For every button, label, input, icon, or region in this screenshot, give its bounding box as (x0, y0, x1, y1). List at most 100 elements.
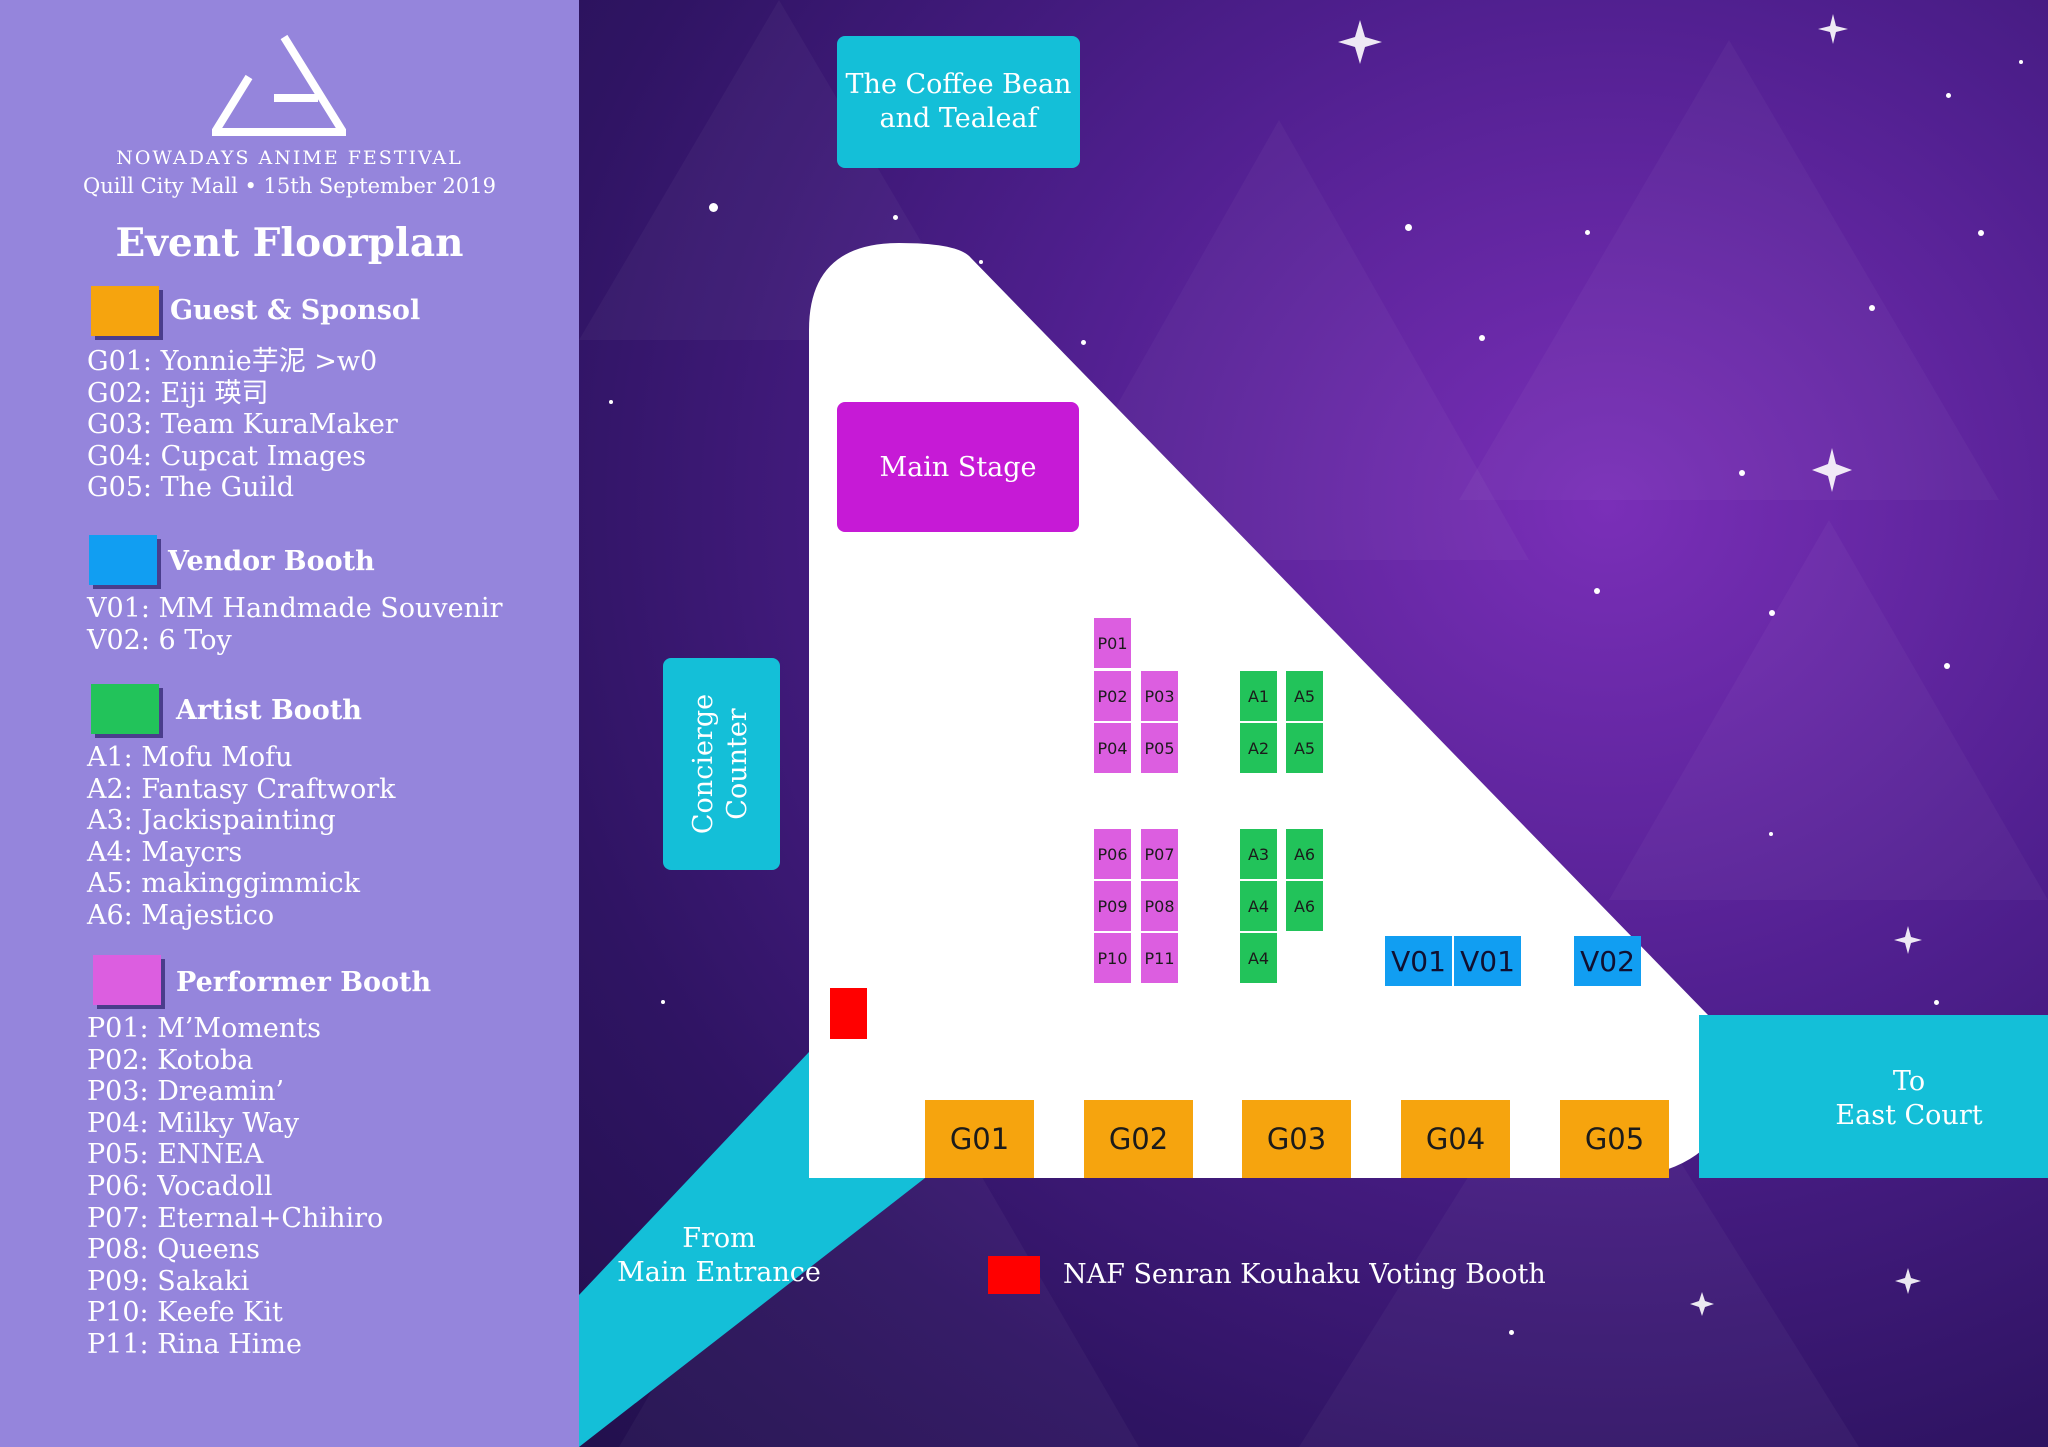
coffee-bean-shop[interactable]: The Coffee Bean and Tealeaf (837, 36, 1080, 168)
booth-A4[interactable]: A4 (1240, 933, 1277, 983)
booth-P04[interactable]: P04 (1094, 723, 1131, 773)
booth-A3[interactable]: A3 (1240, 829, 1277, 879)
vendor-legend-list: V01: MM Handmade Souvenir V02: 6 Toy (87, 593, 503, 656)
legend-item: A4: Maycrs (87, 836, 243, 868)
booth-G05[interactable]: G05 (1560, 1100, 1669, 1178)
floorplan-map: To East Court From Main Entrance The Cof… (579, 0, 2048, 1447)
main-entrance-label: From Main Entrance (579, 1222, 859, 1290)
coffee-bean-line1: The Coffee Bean (845, 69, 1072, 100)
booth-A6[interactable]: A6 (1286, 881, 1323, 931)
booth-P08[interactable]: P08 (1141, 881, 1178, 931)
star (661, 1000, 665, 1004)
booth-G03[interactable]: G03 (1242, 1100, 1351, 1178)
legend-item: P08: Queens (87, 1234, 260, 1266)
star (1585, 230, 1590, 235)
star (1869, 305, 1875, 311)
legend-item: P03: Dreamin’ (87, 1076, 285, 1108)
star (893, 215, 898, 220)
legend-sidebar: NOWADAYS ANIME FESTIVAL Quill City Mall … (0, 0, 579, 1447)
main-stage-label: Main Stage (879, 451, 1037, 483)
legend-item: A2: Fantasy Craftwork (87, 773, 396, 805)
booth-A2[interactable]: A2 (1240, 723, 1277, 773)
booth-P11[interactable]: P11 (1141, 933, 1178, 983)
booth-A1[interactable]: A1 (1240, 671, 1277, 721)
vendor-swatch (89, 535, 157, 585)
star (1405, 224, 1412, 231)
main-stage[interactable]: Main Stage (837, 402, 1079, 532)
legend-item: G04: Cupcat Images (87, 440, 367, 472)
festival-logo (212, 34, 346, 136)
concierge-label: Concierge Counter (687, 664, 755, 864)
star (1594, 588, 1600, 594)
booth-G01[interactable]: G01 (925, 1100, 1034, 1178)
booth-P06[interactable]: P06 (1094, 829, 1131, 879)
star (1769, 832, 1773, 836)
main-entrance-line2: Main Entrance (617, 1257, 821, 1288)
coffee-bean-line2: and Tealeaf (879, 103, 1038, 134)
legend-item: A6: Majestico (87, 899, 275, 931)
legend-item: G05: The Guild (87, 472, 295, 504)
east-court-line2: East Court (1835, 1100, 1983, 1131)
booth-P09[interactable]: P09 (1094, 881, 1131, 931)
booth-V01[interactable]: V01 (1454, 936, 1521, 986)
booth-A5[interactable]: A5 (1286, 723, 1323, 773)
voting-booth-swatch (988, 1256, 1040, 1294)
performer-swatch (93, 955, 161, 1005)
star (1509, 1330, 1514, 1335)
legend-item: P02: Kotoba (87, 1044, 254, 1076)
booth-P07[interactable]: P07 (1141, 829, 1178, 879)
vendor-legend-title: Vendor Booth (168, 546, 375, 577)
star (609, 400, 613, 404)
booth-A5[interactable]: A5 (1286, 671, 1323, 721)
booth-A4[interactable]: A4 (1240, 881, 1277, 931)
east-court-walkway[interactable] (1699, 1015, 2048, 1178)
guest-legend-title: Guest & Sponsol (170, 295, 421, 326)
voting-booth-label: NAF Senran Kouhaku Voting Booth (1063, 1259, 1546, 1290)
star (1978, 230, 1984, 236)
concierge-counter[interactable]: Concierge Counter (663, 658, 780, 870)
artist-legend-title: Artist Booth (176, 695, 362, 726)
legend-item: P09: Sakaki (87, 1265, 250, 1297)
star (2019, 60, 2023, 64)
booth-P10[interactable]: P10 (1094, 933, 1131, 983)
booth-P05[interactable]: P05 (1141, 723, 1178, 773)
booth-A6[interactable]: A6 (1286, 829, 1323, 879)
star (1944, 663, 1950, 669)
legend-item: P06: Vocadoll (87, 1170, 273, 1202)
star (1934, 1000, 1939, 1005)
space-background (1338, 14, 1922, 1316)
guest-swatch (91, 286, 159, 336)
performer-legend-title: Performer Booth (176, 967, 432, 998)
artist-legend-list: A1: Mofu Mofu A2: Fantasy Craftwork A3: … (87, 742, 396, 932)
performer-legend-list: P01: M’Moments P02: Kotoba P03: Dreamin’… (87, 1013, 383, 1361)
star (1739, 470, 1745, 476)
star (1946, 93, 1951, 98)
booth-V01[interactable]: V01 (1385, 936, 1452, 986)
star (1479, 335, 1485, 341)
legend-item: P11: Rina Hime (87, 1328, 302, 1360)
booth-P03[interactable]: P03 (1141, 671, 1178, 721)
east-court-label: To East Court (1789, 1065, 2029, 1133)
legend-item: A5: makinggimmick (87, 868, 360, 900)
voting-booth[interactable] (830, 988, 867, 1039)
booth-G04[interactable]: G04 (1401, 1100, 1510, 1178)
legend-item: P07: Eternal+Chihiro (87, 1202, 384, 1234)
star (979, 260, 983, 264)
legend-item: A3: Jackispainting (87, 805, 336, 837)
star (1081, 340, 1086, 345)
legend-item: P04: Milky Way (87, 1107, 300, 1139)
legend-item: V01: MM Handmade Souvenir (87, 593, 503, 624)
star (1769, 610, 1775, 616)
legend-item: P05: ENNEA (87, 1139, 264, 1171)
booth-V02[interactable]: V02 (1574, 936, 1641, 986)
booth-G02[interactable]: G02 (1084, 1100, 1193, 1178)
booth-P01[interactable]: P01 (1094, 618, 1131, 668)
festival-subtitle: Quill City Mall • 15th September 2019 (83, 174, 496, 198)
festival-name: NOWADAYS ANIME FESTIVAL (116, 147, 463, 169)
concierge-line2: Counter (722, 708, 753, 820)
star (709, 203, 718, 212)
east-court-line1: To (1892, 1066, 1926, 1097)
legend-item: P01: M’Moments (87, 1013, 322, 1044)
booth-P02[interactable]: P02 (1094, 671, 1131, 721)
legend-item: A1: Mofu Mofu (87, 742, 293, 773)
